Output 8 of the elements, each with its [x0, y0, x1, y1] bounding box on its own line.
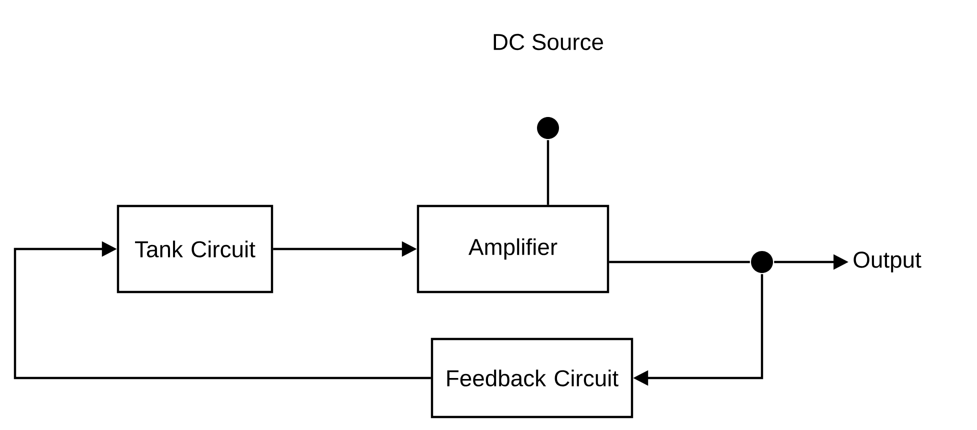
connector-arrow	[14, 241, 431, 380]
block-box: Amplifier	[416, 204, 610, 294]
junction-dot	[751, 251, 773, 273]
terminal-label: DC Source	[494, 34, 603, 50]
output-label: Output	[854, 252, 922, 272]
block-box: Feedback Circuit	[430, 338, 634, 418]
block-box: Tank Circuit	[116, 204, 274, 294]
junction-dot	[537, 117, 559, 139]
